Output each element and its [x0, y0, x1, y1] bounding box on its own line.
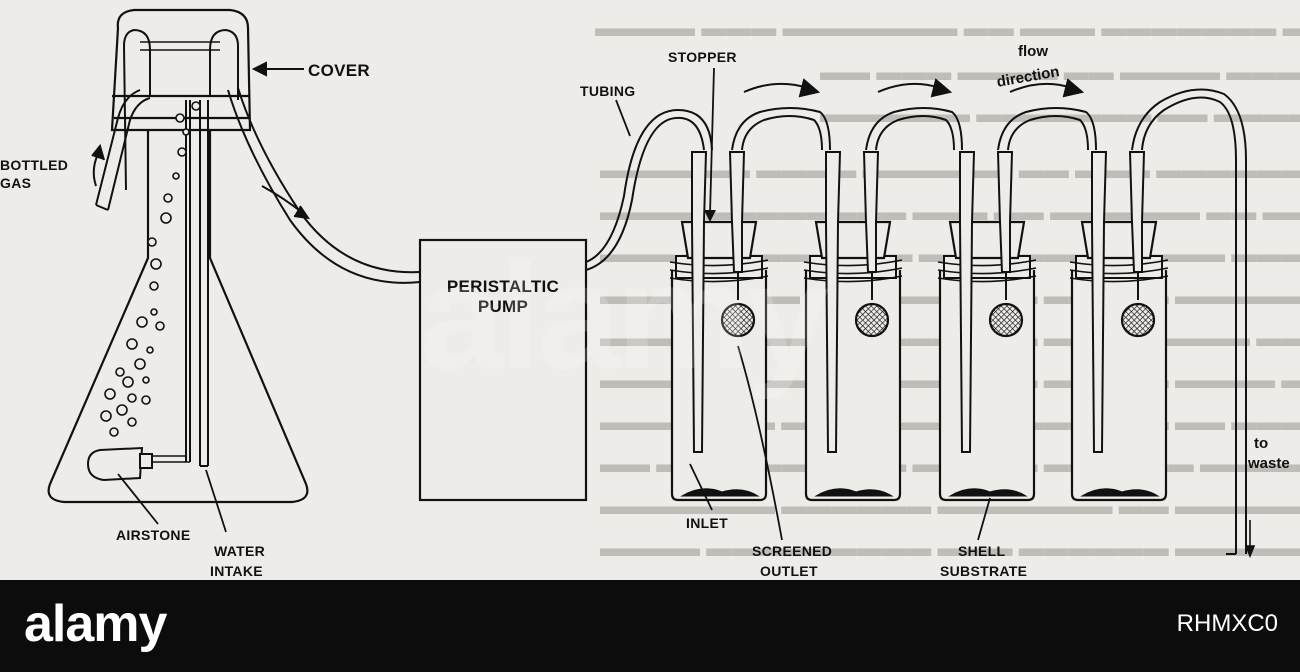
neck-thread — [937, 275, 1037, 283]
screened-outlet — [720, 302, 756, 338]
flask-cover — [110, 8, 252, 191]
stock-footer-bar: alamy RHMXC0 — [0, 580, 1300, 672]
shell-substrate — [680, 488, 760, 497]
label-pump-1: PERISTALTIC — [447, 277, 559, 296]
screened-outlet — [988, 302, 1024, 338]
brand-logo: alamy — [24, 595, 167, 653]
bubbles — [100, 101, 201, 437]
shell-substrate-pointer — [977, 497, 991, 541]
label-airstone: AIRSTONE — [116, 527, 191, 543]
inlet-tube — [1091, 151, 1108, 453]
watermark: alamy — [420, 232, 829, 400]
airstone-pointer — [117, 473, 159, 525]
label-screened-1: SCREENED — [752, 543, 832, 559]
label-stopper: STOPPER — [668, 49, 737, 65]
stopper-pointer-head — [704, 210, 716, 222]
stopper-pointer — [709, 67, 715, 215]
water-intake-tube — [151, 100, 209, 467]
chamber — [937, 151, 1037, 502]
neck-thread — [1069, 267, 1169, 275]
inlet-pointer — [689, 463, 713, 511]
label-bottled-gas-2: GAS — [0, 175, 31, 191]
label-bottled-gas-1: BOTTLED — [0, 157, 68, 173]
screened-outlet — [854, 302, 890, 338]
label-shell-2: SUBSTRATE — [940, 563, 1027, 579]
label-tubing: TUBING — [580, 83, 635, 99]
label-shell-1: SHELL — [958, 543, 1006, 559]
neck-thread — [937, 267, 1037, 275]
tubing-to-chambers — [585, 108, 713, 271]
chamber — [669, 151, 769, 502]
chamber-jar — [938, 270, 1036, 502]
chamber-neck — [1075, 255, 1163, 279]
outlet-tube — [996, 151, 1014, 273]
outlet-tube — [862, 151, 880, 273]
chamber-jar — [1070, 270, 1168, 502]
chambers — [669, 151, 1169, 502]
chamber-neck — [943, 255, 1031, 279]
screened-outlet — [1120, 302, 1156, 338]
erlenmeyer-flask — [47, 130, 309, 504]
water-intake-pointer — [205, 469, 227, 533]
label-to: to — [1254, 435, 1268, 452]
tubing-pointer — [615, 99, 631, 137]
inlet-tube — [959, 151, 976, 453]
outlet-tube — [728, 151, 746, 273]
flow-out-arrow — [261, 185, 311, 220]
label-water-intake-1: WATER — [214, 543, 265, 559]
neck-thread — [669, 259, 769, 267]
screened-outlet-pointer — [737, 345, 783, 541]
neck-thread — [937, 259, 1037, 267]
peristaltic-pump — [418, 238, 588, 502]
label-pump-2: PUMP — [478, 297, 528, 316]
shell-substrate — [1080, 488, 1160, 497]
chamber — [1069, 151, 1169, 502]
image-id: RHMXC0 — [1176, 610, 1278, 637]
neck-thread — [803, 267, 903, 275]
label-inlet: INLET — [686, 515, 728, 531]
apparatus-diagram: COVER BOTTLED GAS AIRSTONE WATER INTAKE … — [0, 8, 1290, 579]
outlet-tube — [1128, 151, 1146, 273]
label-waste: waste — [1247, 455, 1290, 472]
label-water-intake-2: INTAKE — [210, 563, 263, 579]
gas-tube — [95, 89, 151, 211]
neck-thread — [803, 259, 903, 267]
connecting-tubes — [731, 88, 1247, 555]
cover-pointer-arrow — [251, 61, 304, 77]
chamber — [803, 151, 903, 502]
waste-arrow — [1244, 520, 1256, 559]
shell-substrate — [948, 488, 1028, 497]
label-flow: flow — [1018, 43, 1048, 60]
inlet-tube — [825, 151, 842, 453]
neck-thread — [669, 275, 769, 283]
shell-substrate — [814, 488, 894, 497]
neck-thread — [803, 275, 903, 283]
neck-thread — [1069, 275, 1169, 283]
gas-in-arrow — [91, 143, 105, 187]
neck-thread — [1069, 259, 1169, 267]
flask-outlet-tubing — [227, 87, 421, 284]
neck-thread — [669, 267, 769, 275]
inlet-tube — [691, 151, 708, 453]
label-cover: COVER — [308, 61, 370, 80]
airstone — [86, 446, 153, 482]
label-screened-2: OUTLET — [760, 563, 818, 579]
flow-arrows — [743, 78, 1085, 98]
figure-area: ▬▬▬▬ ▬▬▬ ▬▬▬▬▬▬▬ ▬▬ ▬▬▬ ▬▬▬▬▬▬▬ ▬▬▬ ▬▬▬▬… — [0, 0, 1300, 580]
